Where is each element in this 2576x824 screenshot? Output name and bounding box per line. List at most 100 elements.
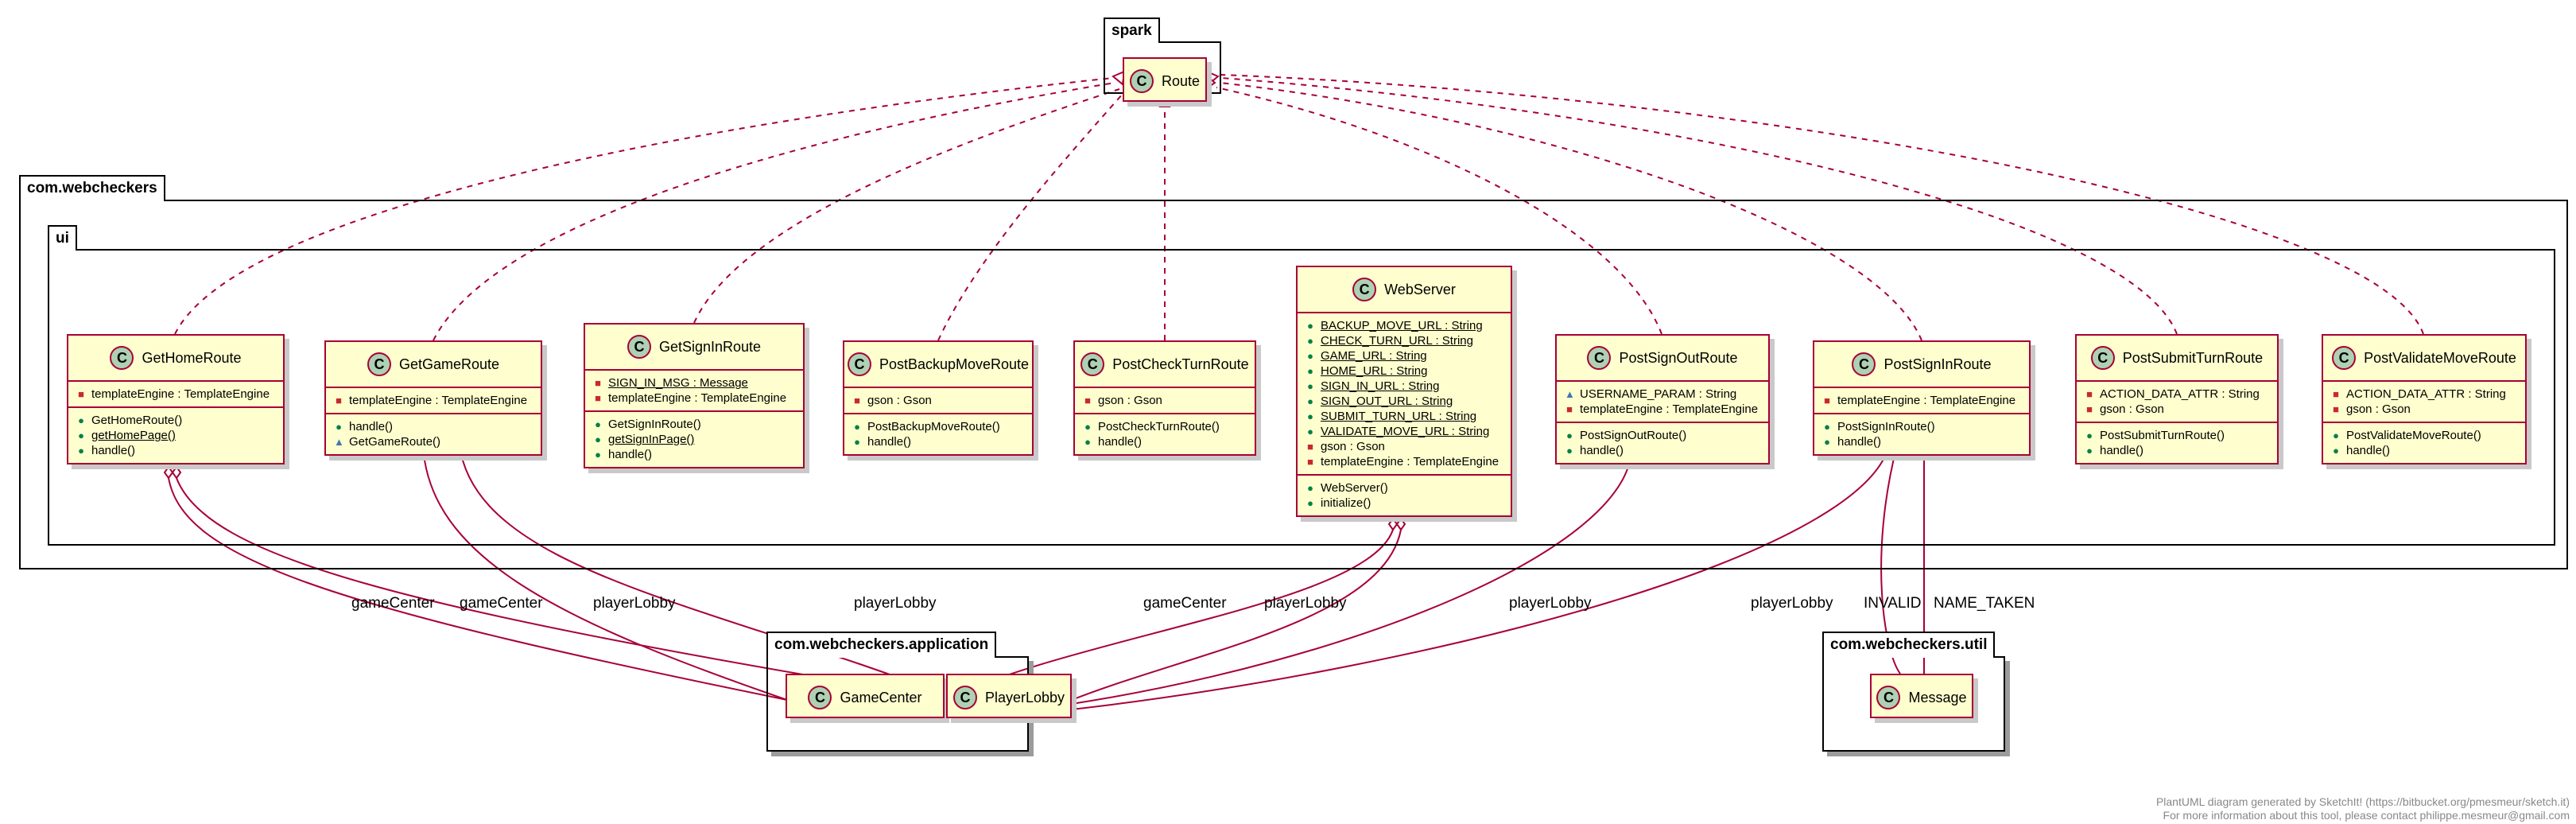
class-method: ●getSignInPage() — [593, 432, 797, 447]
method-text: PostSignOutRoute() — [1580, 429, 1687, 442]
field-text: templateEngine : TemplateEngine — [1837, 394, 2016, 407]
class-stereotype-icon: C — [1352, 278, 1377, 301]
edge-label-playerlobby: playerLobby — [1509, 595, 1592, 612]
class-method: ●initialize() — [1305, 496, 1504, 511]
field-text: BACKUP_MOVE_URL : String — [1321, 319, 1483, 332]
class-field: ●CHECK_TURN_URL : String — [1305, 333, 1504, 348]
class-method: ●PostSignOutRoute() — [1565, 428, 1762, 443]
class-fields-section: ■gson : Gson — [844, 388, 1032, 414]
visibility-public-icon: ● — [1084, 420, 1091, 433]
method-text: GetSignInRoute() — [608, 418, 701, 431]
class-method: ●GetSignInRoute() — [593, 417, 797, 432]
field-text: HOME_URL : String — [1321, 364, 1428, 378]
class-name: PostCheckTurnRoute — [1112, 356, 1249, 372]
field-text: ACTION_DATA_ATTR : String — [2100, 387, 2260, 401]
visibility-public-icon: ● — [2333, 429, 2339, 441]
class-field: ▲USERNAME_PARAM : String — [1565, 387, 1762, 402]
class-field: ■ gson : Gson — [1083, 393, 1248, 408]
class-stereotype-icon: C — [1876, 686, 1901, 709]
visibility-private-icon: ■ — [595, 391, 601, 404]
class-game-center: C GameCenter — [786, 674, 945, 718]
visibility-private-icon: ■ — [1084, 394, 1091, 406]
class-method: ●PostValidateMoveRoute() — [2331, 428, 2519, 443]
class-stereotype-icon: C — [952, 686, 977, 709]
edge-label-playerlobby: playerLobby — [854, 595, 937, 612]
class-field: ■SIGN_IN_MSG : Message — [593, 375, 797, 391]
realization-postvalidate — [1220, 74, 2424, 335]
association-webserver-playerlobby — [1071, 529, 1402, 701]
class-method: ●PostSignInRoute() — [1822, 419, 2023, 434]
association-postsignout-playerlobby — [1071, 461, 1631, 705]
class-name: PostSignOutRoute — [1619, 349, 1738, 366]
class-message: C Message — [1870, 674, 1973, 718]
association-postsignin-playerlobby — [1071, 445, 1890, 710]
edge-label-gamecenter: gameCenter — [351, 595, 435, 612]
package-com-webcheckers-util-label: com.webcheckers.util — [1822, 632, 1996, 658]
class-field: ■templateEngine : TemplateEngine — [1305, 454, 1504, 469]
association-getgame-gamecenter — [422, 445, 788, 701]
visibility-public-icon: ● — [854, 435, 860, 448]
class-method: ●PostCheckTurnRoute() — [1083, 419, 1248, 434]
class-methods-section: ●GetSignInRoute()●getSignInPage()●handle… — [585, 412, 803, 467]
visibility-private-icon: ■ — [1566, 402, 1573, 415]
method-text: PostBackupMoveRoute() — [867, 420, 1000, 433]
visibility-private-icon: ■ — [2086, 402, 2093, 415]
method-text: handle() — [2100, 444, 2144, 457]
visibility-public-icon: ● — [78, 444, 84, 457]
method-text: getSignInPage() — [608, 433, 695, 446]
class-field: ■ACTION_DATA_ATTR : String — [2331, 387, 2519, 402]
field-text: gson : Gson — [1098, 394, 1162, 407]
class-methods-section: ●PostSubmitTurnRoute()●handle() — [2077, 423, 2277, 463]
method-text: handle() — [1580, 444, 1624, 457]
association-postsignin-message-invalid — [1880, 445, 1901, 674]
class-name: PostSubmitTurnRoute — [2122, 349, 2264, 366]
visibility-private-icon: ■ — [2333, 402, 2339, 415]
class-field: ●SIGN_IN_URL : String — [1305, 379, 1504, 394]
package-com-webcheckers-application-label: com.webcheckers.application — [766, 632, 997, 658]
field-text: gson : Gson — [867, 394, 932, 407]
visibility-private-icon: ■ — [595, 376, 601, 389]
method-text: handle() — [867, 435, 912, 449]
class-method: ●handle() — [1565, 443, 1762, 458]
package-com-webcheckers — [19, 200, 2568, 569]
field-text: ACTION_DATA_ATTR : String — [2346, 387, 2506, 401]
field-text: GAME_URL : String — [1321, 349, 1427, 363]
visibility-public-icon: ● — [336, 420, 342, 433]
class-stereotype-icon: C — [367, 352, 391, 376]
class-method: ●PostBackupMoveRoute() — [852, 419, 1026, 434]
class-fields-section: ■SIGN_IN_MSG : Message■ templateEngine : … — [585, 371, 803, 412]
method-text: handle() — [91, 444, 136, 457]
class-method: ●getHomePage() — [76, 428, 277, 443]
class-methods-section: ●PostSignInRoute()●handle() — [1814, 414, 2029, 454]
field-text: templateEngine : TemplateEngine — [349, 394, 528, 407]
class-post-sign-out-route: C PostSignOutRoute ▲USERNAME_PARAM : Strin… — [1555, 334, 1770, 464]
class-method: ● handle() — [76, 443, 277, 458]
class-field: ■ templateEngine : TemplateEngine — [334, 393, 534, 408]
field-text: SIGN_OUT_URL : String — [1321, 395, 1453, 408]
class-player-lobby: C PlayerLobby — [946, 674, 1072, 718]
edge-label-playerlobby: playerLobby — [1751, 595, 1833, 612]
field-text: templateEngine : TemplateEngine — [1321, 455, 1499, 468]
class-name: Message — [1908, 689, 1967, 705]
field-text: templateEngine : TemplateEngine — [1580, 402, 1759, 416]
visibility-private-icon: ■ — [336, 394, 342, 406]
field-text: templateEngine : TemplateEngine — [608, 391, 787, 405]
visibility-private-icon: ■ — [1307, 440, 1313, 453]
class-stereotype-icon: C — [1587, 346, 1612, 370]
aggregation-diamond — [171, 465, 182, 480]
visibility-public-icon: ● — [1307, 349, 1313, 362]
class-fields-section: ■ACTION_DATA_ATTR : String■gson : Gson — [2323, 382, 2525, 423]
field-text: templateEngine : TemplateEngine — [91, 387, 270, 401]
class-name: GetHomeRoute — [142, 349, 242, 366]
class-field: ●HOME_URL : String — [1305, 363, 1504, 379]
association-gethome-playerlobby — [176, 477, 955, 701]
edge-label-name-taken: NAME_TAKEN — [1934, 595, 2035, 612]
class-stereotype-icon: C — [627, 335, 651, 359]
visibility-public-icon: ● — [1307, 379, 1313, 392]
class-field: ●SUBMIT_TURN_URL : String — [1305, 409, 1504, 424]
class-stereotype-icon: C — [2332, 346, 2357, 370]
